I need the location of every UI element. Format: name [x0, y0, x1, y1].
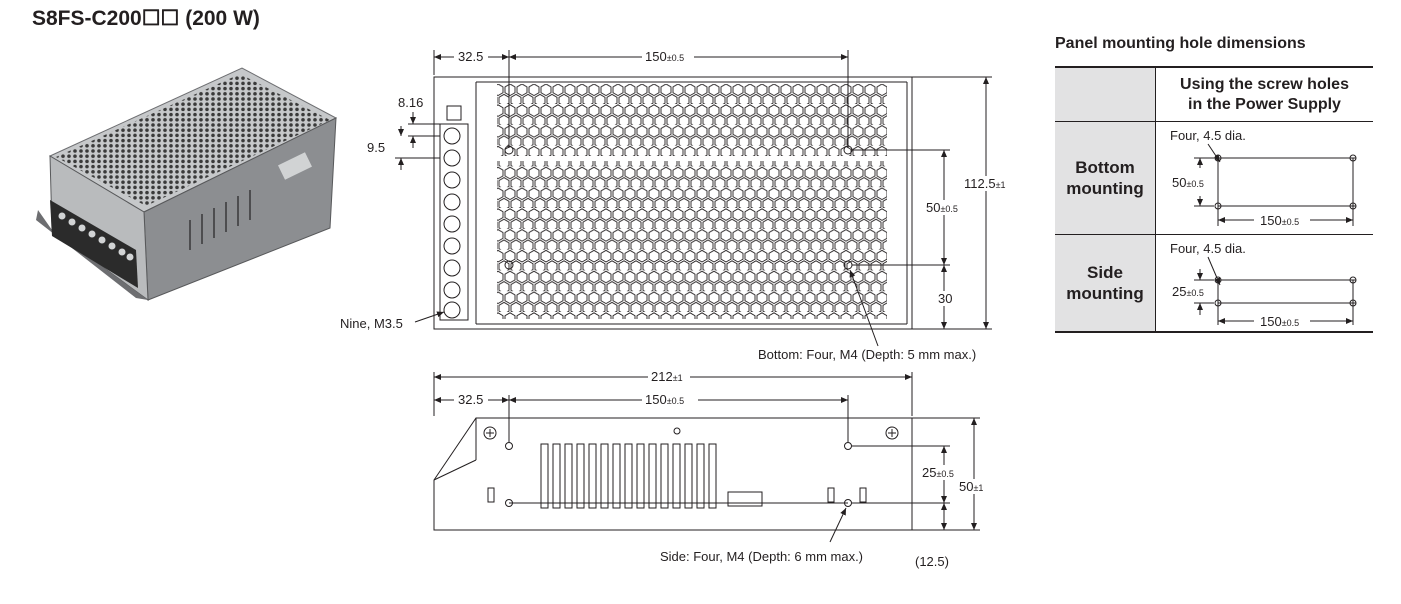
top-view	[395, 50, 992, 347]
row-label-line2: mounting	[1066, 179, 1144, 198]
dim-side-height: 50±1	[959, 479, 983, 494]
row-header-side: Side mounting	[1055, 234, 1156, 333]
side-view	[433, 372, 980, 543]
column-header-line1: Using the screw holes	[1180, 75, 1349, 93]
dim-terminal-pitch-b: 9.5	[367, 140, 385, 155]
column-header-line2: in the Power Supply	[1188, 95, 1341, 113]
product-photo	[36, 67, 338, 302]
dim-side-hole-vertical: 25±0.5	[922, 465, 954, 480]
dim-top-hole-vertical: 50±0.5	[926, 200, 958, 215]
side-hole-note: Side: Four, M4 (Depth: 6 mm max.)	[660, 549, 863, 564]
page-title: S8FS-C200☐☐ (200 W)	[32, 7, 260, 30]
row-header-bottom: Bottom mounting	[1055, 121, 1156, 235]
side-dim-vertical: 25±0.5	[1172, 284, 1204, 299]
terminal-block-photo	[50, 200, 138, 288]
table-row-side: Side mounting	[1055, 234, 1373, 333]
row-label-line1: Side	[1087, 263, 1123, 282]
bottom-mounting-diagram: Four, 4.5 dia. 50±0.5 150±0.5	[1155, 121, 1373, 235]
dim-side-bottom-offset: (12.5)	[915, 554, 949, 569]
dim-side-length: 212±1	[651, 369, 683, 384]
table-corner-cell	[1055, 66, 1156, 122]
bottom-hole-pattern: Four, 4.5 dia. 50±0.5 150±0.5	[1170, 128, 1357, 228]
side-hole-pattern: Four, 4.5 dia. 25±0.5 150±0.5	[1170, 241, 1357, 329]
bottom-hole-note: Four, 4.5 dia.	[1170, 128, 1246, 143]
side-hole-note: Four, 4.5 dia.	[1170, 241, 1246, 256]
dim-terminal-pitch-a: 8.16	[398, 95, 423, 110]
bottom-hole-note: Bottom: Four, M4 (Depth: 5 mm max.)	[758, 347, 976, 362]
dim-top-hole-spacing: 150±0.5	[645, 49, 684, 64]
side-mounting-diagram: Four, 4.5 dia. 25±0.5 150±0.5	[1155, 234, 1373, 333]
row-label-line1: Bottom	[1075, 158, 1135, 177]
dim-side-left-offset: 32.5	[458, 392, 483, 407]
dim-top-left-offset: 32.5	[458, 49, 483, 64]
table-row-bottom: Bottom mounting	[1055, 121, 1373, 235]
panel-mounting-table: Using the screw holes in the Power Suppl…	[1055, 66, 1373, 333]
side-view-labels: 212±1 32.5 150±0.5 25±0.5 50±1 (12.5) Si…	[454, 369, 991, 569]
dim-side-hole-spacing: 150±0.5	[645, 392, 684, 407]
dim-top-bottom-offset: 30	[938, 291, 952, 306]
side-dim-horizontal: 150±0.5	[1260, 314, 1299, 329]
row-label-line2: mounting	[1066, 284, 1144, 303]
bottom-dim-horizontal: 150±0.5	[1260, 213, 1299, 228]
terminal-note: Nine, M3.5	[340, 316, 403, 331]
bottom-dim-vertical: 50±0.5	[1172, 175, 1204, 190]
heatsink-fins	[540, 443, 717, 509]
top-view-labels: 32.5 150±0.5 8.16 9.5 50±0.5 30 112.5±1 …	[340, 49, 1014, 362]
panel-table-title: Panel mounting hole dimensions	[1055, 35, 1306, 52]
dim-top-height: 112.5±1	[964, 176, 1006, 191]
table-column-header: Using the screw holes in the Power Suppl…	[1155, 66, 1373, 122]
terminal-screws	[443, 127, 461, 319]
